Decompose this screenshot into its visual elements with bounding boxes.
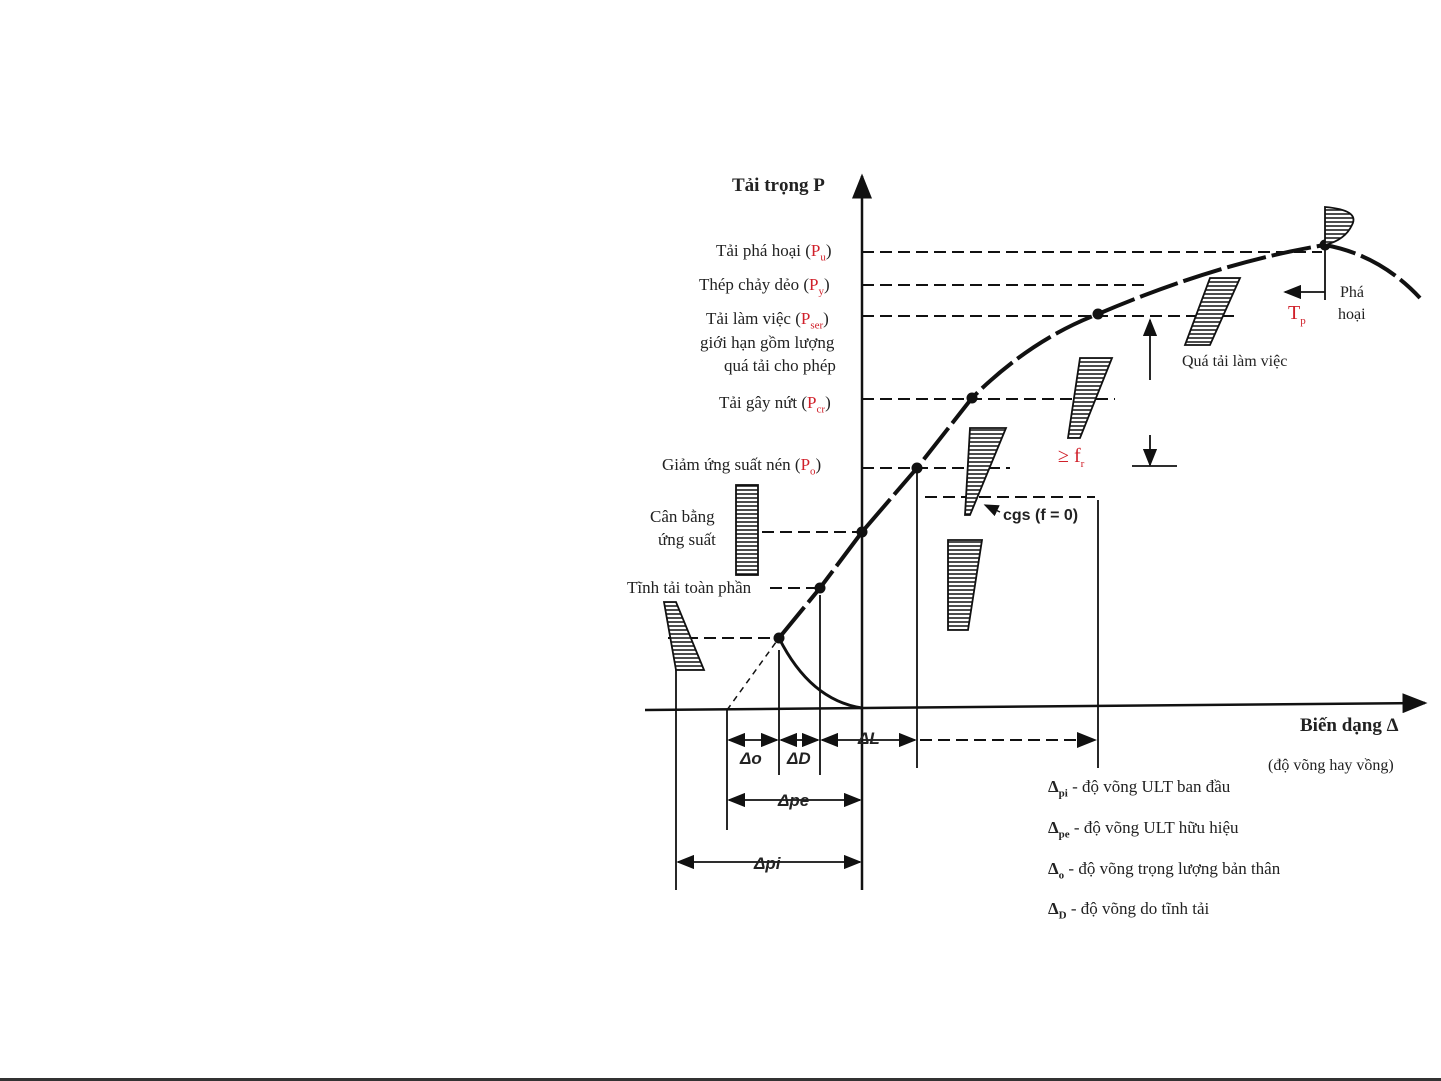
bottom-border [0,1078,1441,1081]
level-pu: Tải phá hoại (Pu) [716,241,832,264]
x-axis [644,693,1428,714]
tp-label: Tp [1288,302,1306,327]
legend-item: Δo - độ võng trọng lượng bản thân [1048,859,1281,882]
legend-item: Δpi - độ võng ULT ban đầu [1048,777,1231,800]
camber-curve [777,637,863,710]
level-lines [668,251,1322,748]
failure-label-1: Phá [1340,284,1364,301]
failure-label-2: hoại [1338,306,1366,323]
dead-load-label: Tĩnh tải toàn phần [627,578,752,597]
dim-delta-l: ΔL [858,729,880,748]
cgs-label: cgs (f = 0) [1003,507,1079,524]
x-axis-sublabel: (độ võng hay vồng) [1268,757,1394,774]
x-axis-label: Biến dạng Δ [1300,715,1399,736]
dim-delta-pe: Δpe [778,791,810,810]
curve-points [773,239,1331,644]
balance-label-2: ứng suất [658,530,716,549]
fr-label: ≥ fr [1058,445,1085,470]
level-po: Giảm ứng suất nén (Po) [662,455,822,478]
overload-label: Quá tải làm việc [1182,353,1288,370]
dim-delta-o: Δo [740,749,762,768]
level-py: Thép chảy dẻo (Py) [699,275,830,298]
legend-item: Δpe - độ võng ULT hữu hiệu [1048,818,1239,841]
load-curve [777,242,1422,640]
dim-delta-d: ΔD [787,749,811,768]
dim-delta-pi: Δpi [754,854,781,873]
level-pser: Tải làm việc (Pser) [706,309,829,332]
level-pser-note2: quá tải cho phép [724,356,836,375]
level-pcr: Tải gây nứt (Pcr) [719,393,831,416]
balance-label-1: Cân bằng [650,507,715,526]
level-pser-note1: giới hạn gồm lượng [700,333,835,352]
y-axis-label: Tải trọng P [732,175,825,196]
legend-item: ΔD - độ võng do tĩnh tải [1048,899,1210,922]
stress-diagrams [662,206,1355,671]
